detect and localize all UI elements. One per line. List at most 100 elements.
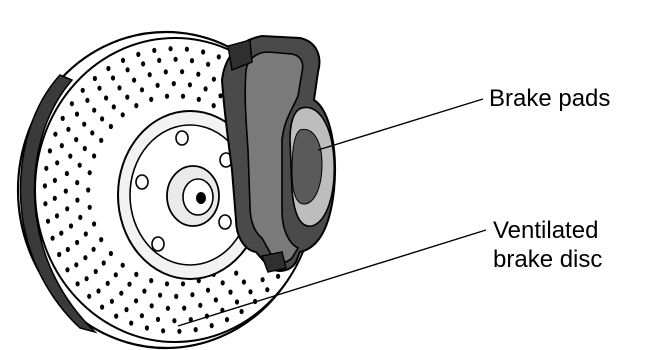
ventilation-hole [172,81,176,86]
ventilation-hole [172,318,176,323]
ventilation-hole [214,297,218,302]
ventilation-hole [55,160,59,165]
ventilation-hole [158,293,162,298]
ventilation-hole [75,198,79,203]
ventilation-hole [61,116,65,121]
ventilation-hole [92,247,96,252]
ventilation-hole [141,61,145,66]
ventilation-hole [157,58,161,63]
ventilation-hole [109,251,113,256]
ventilation-hole [44,166,48,171]
ventilation-hole [66,127,70,132]
ventilation-hole [43,201,47,206]
ventilation-hole [276,274,280,279]
ventilation-hole [156,317,160,322]
ventilation-hole [212,103,216,108]
ventilation-hole [149,97,153,102]
ventilation-hole [134,103,138,108]
ventilation-hole [235,299,239,304]
ventilation-hole [53,132,57,137]
ventilation-hole [196,72,200,77]
brake-pads-label: Brake pads [489,84,610,113]
ventilation-hole [51,236,55,241]
ventilation-hole [177,329,181,334]
leader-line-brake-pads [318,99,483,150]
ventilation-hole [86,187,90,192]
ventilation-hole [166,306,170,311]
ventilation-hole [76,281,80,286]
wheel-stud [176,131,188,145]
ventilation-hole [124,307,128,312]
ventilation-hole [174,294,178,299]
ventilation-hole [228,290,232,295]
ventilation-hole [46,219,50,224]
ventilation-hole [119,291,123,296]
ventilation-hole [92,221,96,226]
ventilation-hole [106,66,110,71]
ventilation-hole [148,72,152,77]
ventilation-hole [87,294,91,299]
ventilation-hole [136,52,140,57]
ventilation-hole [78,215,82,220]
ventilation-hole [75,180,79,185]
ventilation-hole [181,281,185,286]
disc-label-line-2: brake disc [493,245,602,274]
ventilation-hole [190,58,194,63]
disc-label-line-1: Ventilated [493,216,602,245]
ventilation-hole [90,130,94,135]
ventilation-hole [169,46,173,51]
ventilation-hole [97,86,101,91]
ventilation-hole [225,317,229,322]
ventilation-hole [112,104,116,109]
ventilation-hole [109,124,113,129]
ventilation-hole [204,86,208,91]
ventilation-hole [164,69,168,74]
ventilation-hole [221,280,225,285]
ventilation-hole [53,196,57,201]
ventilation-hole [161,328,165,333]
ventilation-hole [152,48,156,53]
ventilation-hole [69,223,73,228]
ventilation-hole [117,85,121,90]
ventilation-hole [265,287,269,292]
ventilation-hole [242,279,246,284]
ventilation-hole [212,77,216,82]
ventilation-hole [55,213,59,218]
ventilation-hole [126,67,130,72]
brake-caliper [222,36,335,272]
ventilation-hole [180,69,184,74]
ventilation-hole [165,281,169,286]
ventilation-hole [194,327,198,332]
ventilation-hole [60,143,64,148]
ventilation-hole [121,263,125,268]
ventilation-hole [142,289,146,294]
ventilation-hole [121,112,125,117]
wheel-stud [136,175,148,189]
ventilation-hole [165,94,169,99]
ventilation-hole [182,306,186,311]
ventilation-hole [82,122,86,127]
ventilation-hole [74,262,78,267]
ventilated-brake-disc-label: Ventilated brake disc [493,216,602,274]
ventilation-hole [248,289,252,294]
ventilation-hole [100,116,104,121]
ventilation-hole [181,94,185,99]
ventilation-hole [110,299,114,304]
ventilation-hole [210,323,214,328]
ventilation-hole [149,278,153,283]
ventilation-hole [70,101,74,106]
ventilation-hole [114,314,118,319]
ventilation-hole [57,252,61,257]
ventilation-hole [92,153,96,158]
ventilation-hole [240,309,244,314]
ventilation-hole [218,93,222,98]
ventilation-hole [111,75,115,80]
ventilation-hole [106,281,110,286]
ventilation-hole [114,272,118,277]
ventilation-hole [140,87,144,92]
ventilation-hole [93,76,97,81]
ventilation-hole [206,62,210,67]
ventilation-hole [234,271,238,276]
wheel-stud [152,237,164,251]
ventilation-hole [75,112,79,117]
